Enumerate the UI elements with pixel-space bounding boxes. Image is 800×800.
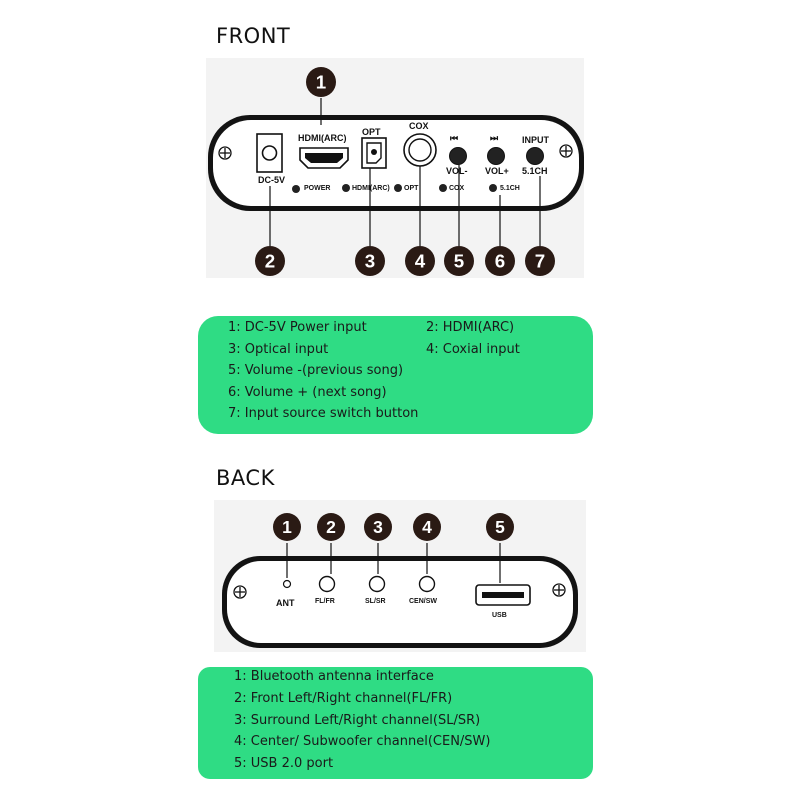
back-legend-box: 1: Bluetooth antenna interface 2: Front … — [198, 667, 593, 779]
legend-item: 3: Surround Left/Right channel(SL/SR) — [234, 713, 481, 728]
vol-minus-label: VOL- — [446, 166, 468, 176]
prev-track-icon: ⏮ — [450, 133, 459, 143]
legend-item: 3: Optical input — [228, 342, 329, 357]
ch51-button-label: 5.1CH — [522, 166, 548, 176]
legend-item: 2: HDMI(ARC) — [426, 320, 515, 335]
front-panel-face — [213, 120, 579, 206]
cox-led-label: COX — [449, 185, 465, 192]
front-title: FRONT — [216, 24, 291, 48]
legend-item: 1: DC-5V Power input — [228, 320, 367, 335]
ch51-led-label: 5.1CH — [500, 185, 520, 192]
back-title: BACK — [216, 466, 275, 490]
vol-plus-label: VOL+ — [485, 166, 509, 176]
opt-led-label: OPT — [404, 185, 419, 192]
legend-item: 5: Volume -(previous song) — [228, 363, 404, 378]
dc-jack-label: DC-5V — [258, 175, 286, 185]
legend-item: 1: Bluetooth antenna interface — [234, 669, 434, 684]
power-led-label: POWER — [304, 185, 331, 192]
legend-item: 2: Front Left/Right channel(FL/FR) — [234, 691, 453, 706]
next-track-icon: ⏭ — [490, 133, 499, 143]
cen-sw-label: CEN/SW — [409, 598, 437, 605]
input-button-label: INPUT — [522, 135, 549, 145]
ant-label: ANT — [276, 598, 295, 608]
opt-port-label: OPT — [362, 127, 381, 137]
cox-port-label: COX — [409, 121, 429, 131]
legend-item: 4: Coxial input — [426, 342, 520, 357]
legend-item: 7: Input source switch button — [228, 406, 419, 421]
usb-label: USB — [492, 612, 507, 619]
legend-item: 4: Center/ Subwoofer channel(CEN/SW) — [234, 734, 491, 749]
fl-fr-label: FL/FR — [315, 598, 335, 605]
front-legend-box: 1: DC-5V Power input 2: HDMI(ARC) 3: Opt… — [198, 316, 593, 434]
legend-item: 6: Volume + (next song) — [228, 385, 387, 400]
hdmi-led-label: HDMI(ARC) — [352, 185, 390, 192]
sl-sr-label: SL/SR — [365, 598, 386, 605]
hdmi-port-label: HDMI(ARC) — [298, 133, 347, 143]
legend-item: 5: USB 2.0 port — [234, 756, 334, 771]
